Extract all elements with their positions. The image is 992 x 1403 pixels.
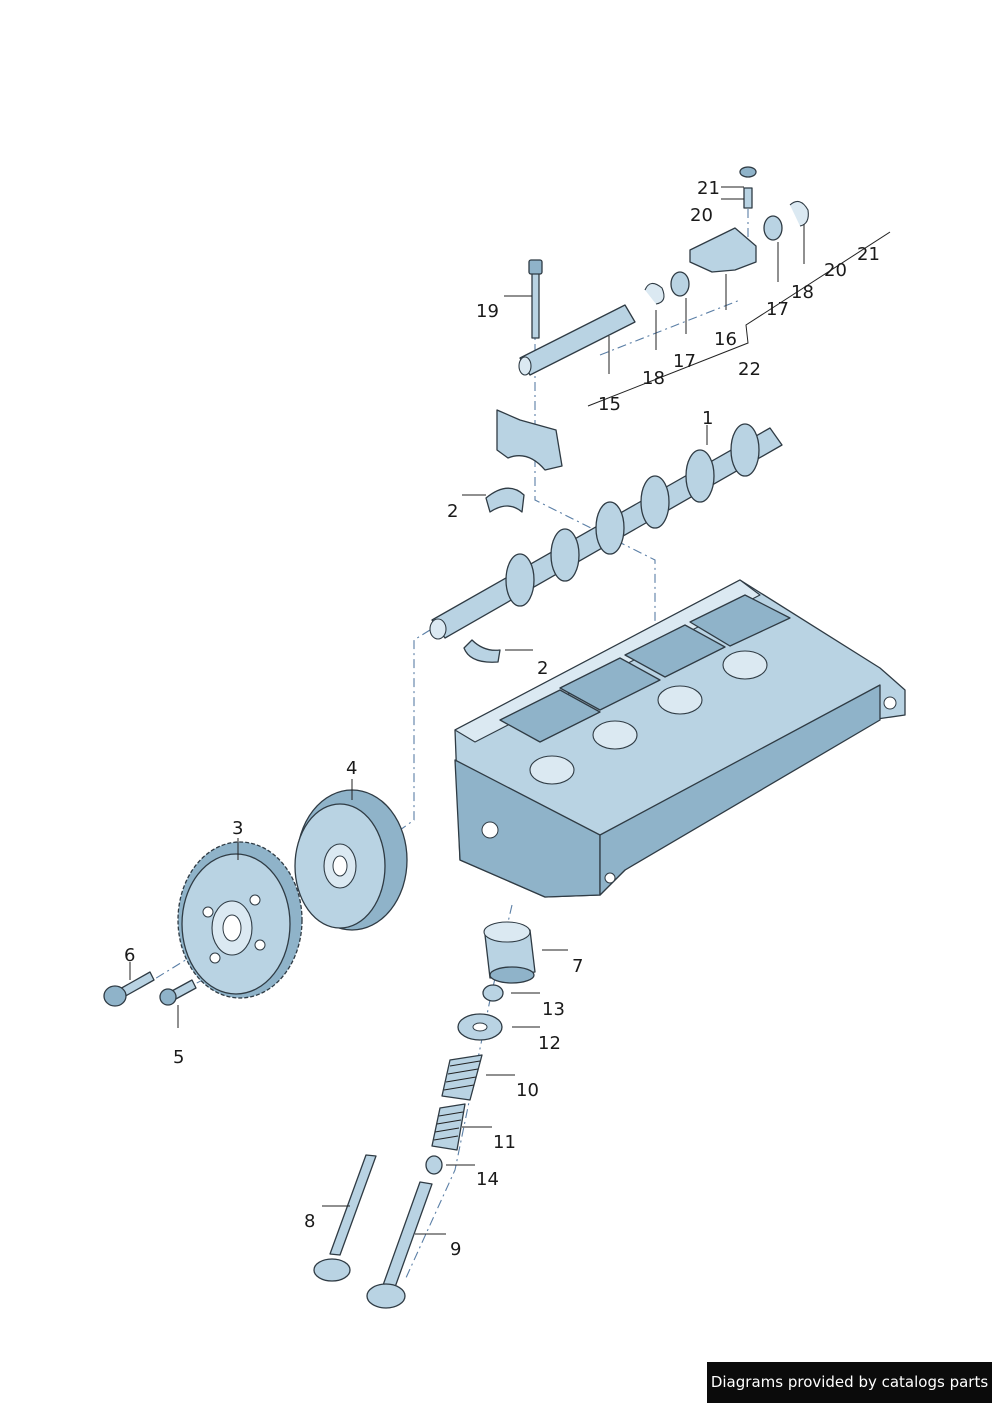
callout-9: 9 [450, 1239, 461, 1260]
rocker-shaft [518, 304, 636, 376]
valve-9 [366, 1181, 433, 1309]
credit-banner: Diagrams provided by catalogs parts [707, 1362, 992, 1403]
callout-20-upper: 20 [690, 205, 713, 226]
valve-8 [313, 1154, 377, 1282]
callout-labels: 1 2 2 3 4 5 6 7 8 9 10 11 12 13 14 15 16… [124, 178, 880, 1260]
nut-21 [739, 166, 757, 178]
callout-2-upper: 2 [447, 501, 458, 522]
callout-15: 15 [598, 394, 621, 415]
bearing-shell-upper [485, 487, 525, 513]
bearing-cap [496, 409, 563, 471]
bolt-19 [528, 259, 543, 339]
callout-2-lower: 2 [537, 658, 548, 679]
camshaft-hub [294, 789, 408, 931]
callout-4: 4 [346, 758, 357, 779]
bolt-6 [103, 971, 155, 1007]
bolt-5 [159, 979, 197, 1006]
cylinder-head-bays [499, 594, 791, 785]
ring-upper [670, 271, 690, 297]
leader-lines [129, 186, 891, 1235]
callout-13: 13 [542, 999, 565, 1020]
screw-20 [743, 187, 753, 209]
cylinder-head [454, 579, 906, 898]
callout-22: 22 [738, 359, 761, 380]
valve-cotters [482, 984, 504, 1002]
callout-10: 10 [516, 1080, 539, 1101]
callout-7: 7 [572, 956, 583, 977]
callout-19: 19 [476, 301, 499, 322]
callout-5: 5 [173, 1047, 184, 1068]
ring-right [763, 215, 783, 241]
callout-18-lower: 18 [642, 368, 665, 389]
callout-20-line: 20 [824, 260, 847, 281]
callout-17-upper: 17 [766, 299, 789, 320]
callout-14: 14 [476, 1169, 499, 1190]
circlip-right [789, 200, 809, 227]
callout-12: 12 [538, 1033, 561, 1054]
callout-18-upper: 18 [791, 282, 814, 303]
spring-plate-hole [472, 1022, 488, 1032]
callout-1: 1 [702, 408, 713, 429]
callout-21-upper: 21 [697, 178, 720, 199]
callout-6: 6 [124, 945, 135, 966]
circlip-upper [644, 282, 665, 305]
rocker-bracket [689, 227, 757, 273]
camshaft-sprocket [177, 841, 303, 999]
tappet [483, 921, 536, 984]
inner-valve-spring [431, 1103, 466, 1151]
outer-valve-spring [441, 1054, 483, 1101]
callout-16: 16 [714, 329, 737, 350]
callout-3: 3 [232, 818, 243, 839]
bearing-shell-lower [463, 639, 501, 663]
camshaft [429, 423, 783, 640]
callout-8: 8 [304, 1211, 315, 1232]
valve-stem-seal [425, 1155, 443, 1175]
callout-11: 11 [493, 1132, 516, 1153]
callout-21-line: 21 [857, 244, 880, 265]
callout-17-lower: 17 [673, 351, 696, 372]
